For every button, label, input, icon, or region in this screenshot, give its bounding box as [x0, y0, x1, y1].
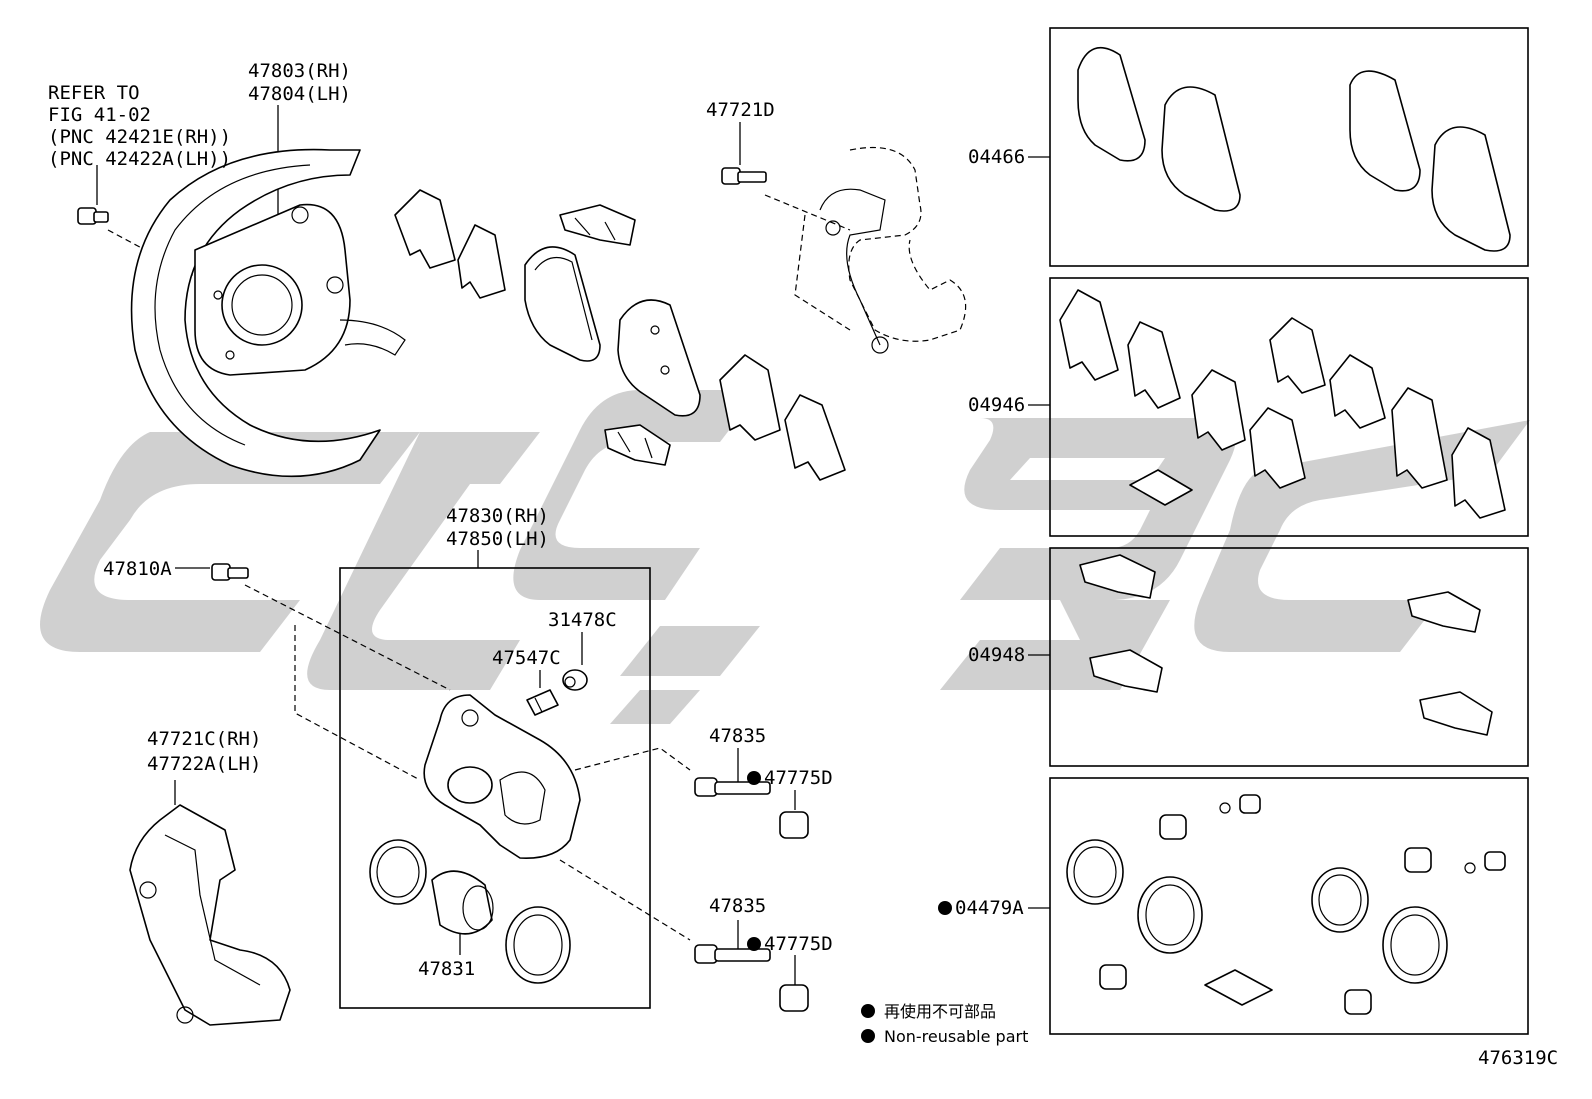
non-reusable-marker [747, 937, 761, 951]
label-refer-3: (PNC 42421E(RH)) [48, 126, 231, 148]
label-bleeder-plug: 47547C [492, 647, 561, 669]
legend: 再使用不可部品 Non-reusable part [861, 1002, 1028, 1046]
leader-lines [96, 105, 1050, 985]
label-piston: 47831 [418, 958, 475, 980]
slide-pin-lower [694, 944, 771, 964]
kit-frame-clips [1049, 547, 1529, 767]
slide-pin-upper [694, 777, 771, 797]
label-boot-upper: 47775D [764, 767, 833, 789]
pad-clip-upper [559, 204, 636, 246]
bolt-47810a [211, 563, 249, 581]
non-reusable-marker [747, 771, 761, 785]
label-kit-shims: 04946 [968, 394, 1025, 416]
pad-clip-lower [604, 424, 671, 466]
label-bolt-left: 47810A [103, 558, 172, 580]
pin-boot-lower [779, 984, 809, 1012]
piston-boot [505, 906, 571, 984]
kit-clips-parts [1079, 554, 1493, 736]
bleeder-plug [526, 689, 559, 716]
kit-frame-pads [1049, 27, 1529, 267]
non-reusable-marker [938, 901, 952, 915]
dust-cover [130, 148, 406, 478]
shim-left [394, 189, 506, 299]
labels: REFER TO FIG 41-02 (PNC 42421E(RH)) (PNC… [48, 60, 1558, 1069]
bleeder-cap [562, 669, 588, 691]
legend-en: Non-reusable part [884, 1027, 1028, 1046]
kit-shims-parts [1059, 289, 1506, 519]
shim-right [719, 354, 846, 481]
piston [431, 870, 494, 935]
label-refer-2: FIG 41-02 [48, 104, 151, 126]
label-caliper-rh: 47830(RH) [446, 505, 549, 527]
kit-pads-parts [1077, 46, 1511, 252]
piston-seal [369, 839, 427, 905]
caliper-body [423, 694, 581, 859]
legend-marker [861, 1004, 875, 1018]
pin-boot-upper [779, 811, 809, 839]
label-mounting-lh: 47722A(LH) [147, 753, 261, 775]
caliper-assy-frame [339, 567, 651, 1009]
kit-frame-shims [1049, 277, 1529, 537]
label-boot-lower: 47775D [764, 933, 833, 955]
mounting-bracket-lower [129, 804, 291, 1026]
label-bolt-upper: 47721D [706, 99, 775, 121]
bolt-small [77, 207, 109, 225]
label-refer-4: (PNC 42422A(LH)) [48, 148, 231, 170]
label-caliper-lh: 47850(LH) [446, 528, 549, 550]
label-kit-clips: 04948 [968, 644, 1025, 666]
label-slide-pin-lower: 47835 [709, 895, 766, 917]
label-kit-pads: 04466 [968, 146, 1025, 168]
kit-frame-cylinder [1049, 777, 1529, 1035]
mounting-bracket-upper [819, 146, 967, 354]
legend-jp: 再使用不可部品 [884, 1002, 996, 1021]
label-dust-cover-rh: 47803(RH) [248, 60, 351, 82]
bolt-47721d [721, 167, 767, 185]
label-slide-pin-upper: 47835 [709, 725, 766, 747]
brake-pad-right [617, 299, 701, 417]
label-dust-cover-lh: 47804(LH) [248, 83, 351, 105]
figure-id: 476319C [1478, 1047, 1558, 1069]
label-mounting-rh: 47721C(RH) [147, 728, 261, 750]
kit-cylinder-parts [1066, 794, 1506, 1015]
brake-pad-left [524, 246, 601, 362]
label-kit-cylinder: 04479A [955, 897, 1024, 919]
label-cap-bleeder: 31478C [548, 609, 617, 631]
legend-marker [861, 1029, 875, 1043]
label-refer-1: REFER TO [48, 82, 140, 104]
